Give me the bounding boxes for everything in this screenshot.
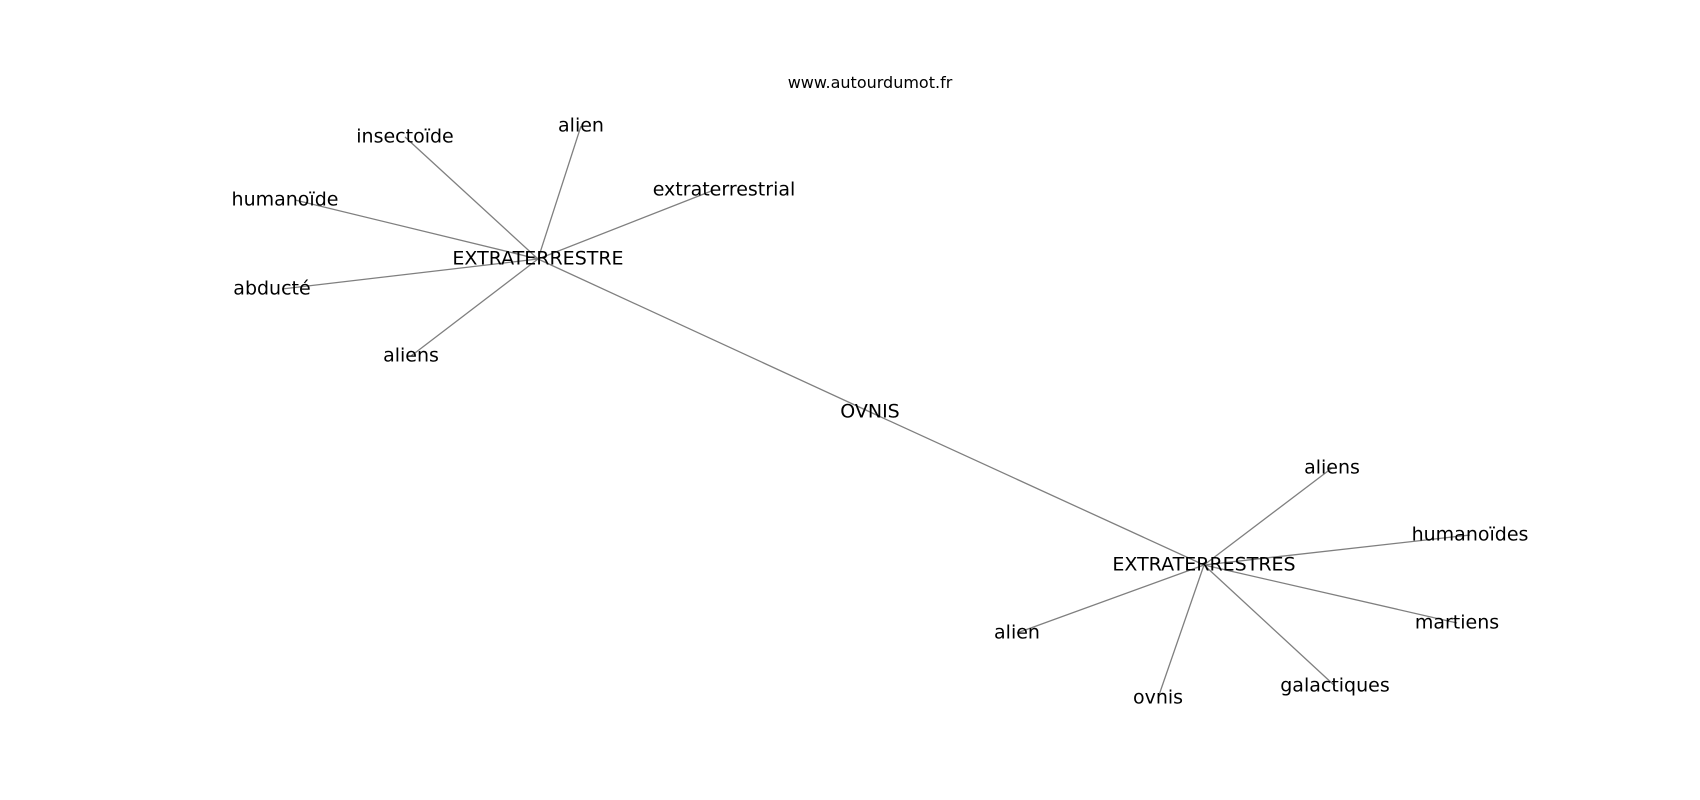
edge-hub2-h2-martiens xyxy=(1203,564,1458,624)
edge-hub1-h1-alien xyxy=(537,125,582,260)
edge-hub2-h2-alien xyxy=(1016,564,1205,634)
edge-hub1-h1-insectoide xyxy=(404,136,539,260)
node-h2-aliens: aliens xyxy=(1304,457,1360,479)
edge-hub1-h1-humanoide xyxy=(294,199,539,260)
node-h2-martiens: martiens xyxy=(1415,612,1499,634)
edge-hub1-h1-abducte xyxy=(281,258,539,290)
source-url: www.autourdumot.fr xyxy=(788,73,953,92)
node-h2-alien: alien xyxy=(994,622,1040,644)
node-hub1: EXTRATERRESTRE xyxy=(452,248,623,270)
node-h1-humanoide: humanoïde xyxy=(232,189,339,211)
node-h1-abducte: abducté xyxy=(233,278,310,300)
node-h1-alien: alien xyxy=(558,115,604,137)
edge-center-hub2 xyxy=(869,411,1205,566)
node-h1-insectoide: insectoïde xyxy=(356,126,453,148)
edge-hub2-h2-ovnis xyxy=(1157,564,1205,699)
node-center: OVNIS xyxy=(840,401,900,423)
edge-hub2-h2-galactiques xyxy=(1203,564,1336,687)
node-h1-extraterrestrial: extraterrestrial xyxy=(653,179,796,201)
edge-hub1-h1-extraterrestrial xyxy=(537,189,715,260)
node-h1-aliens: aliens xyxy=(383,345,439,367)
edge-hub2-h2-humanoides xyxy=(1203,534,1471,566)
node-h2-ovnis: ovnis xyxy=(1133,687,1183,709)
node-h2-galactiques: galactiques xyxy=(1280,675,1390,697)
edges-group xyxy=(281,125,1471,699)
edge-center-hub1 xyxy=(537,258,871,413)
node-h2-humanoides: humanoïdes xyxy=(1412,524,1529,546)
edge-hub1-h1-aliens xyxy=(410,258,539,357)
edge-hub2-h2-aliens xyxy=(1203,467,1333,566)
node-hub2: EXTRATERRESTRES xyxy=(1112,554,1295,576)
labels-group: OVNIS EXTRATERRESTRE EXTRATERRESTRES alien i… xyxy=(232,115,1529,709)
